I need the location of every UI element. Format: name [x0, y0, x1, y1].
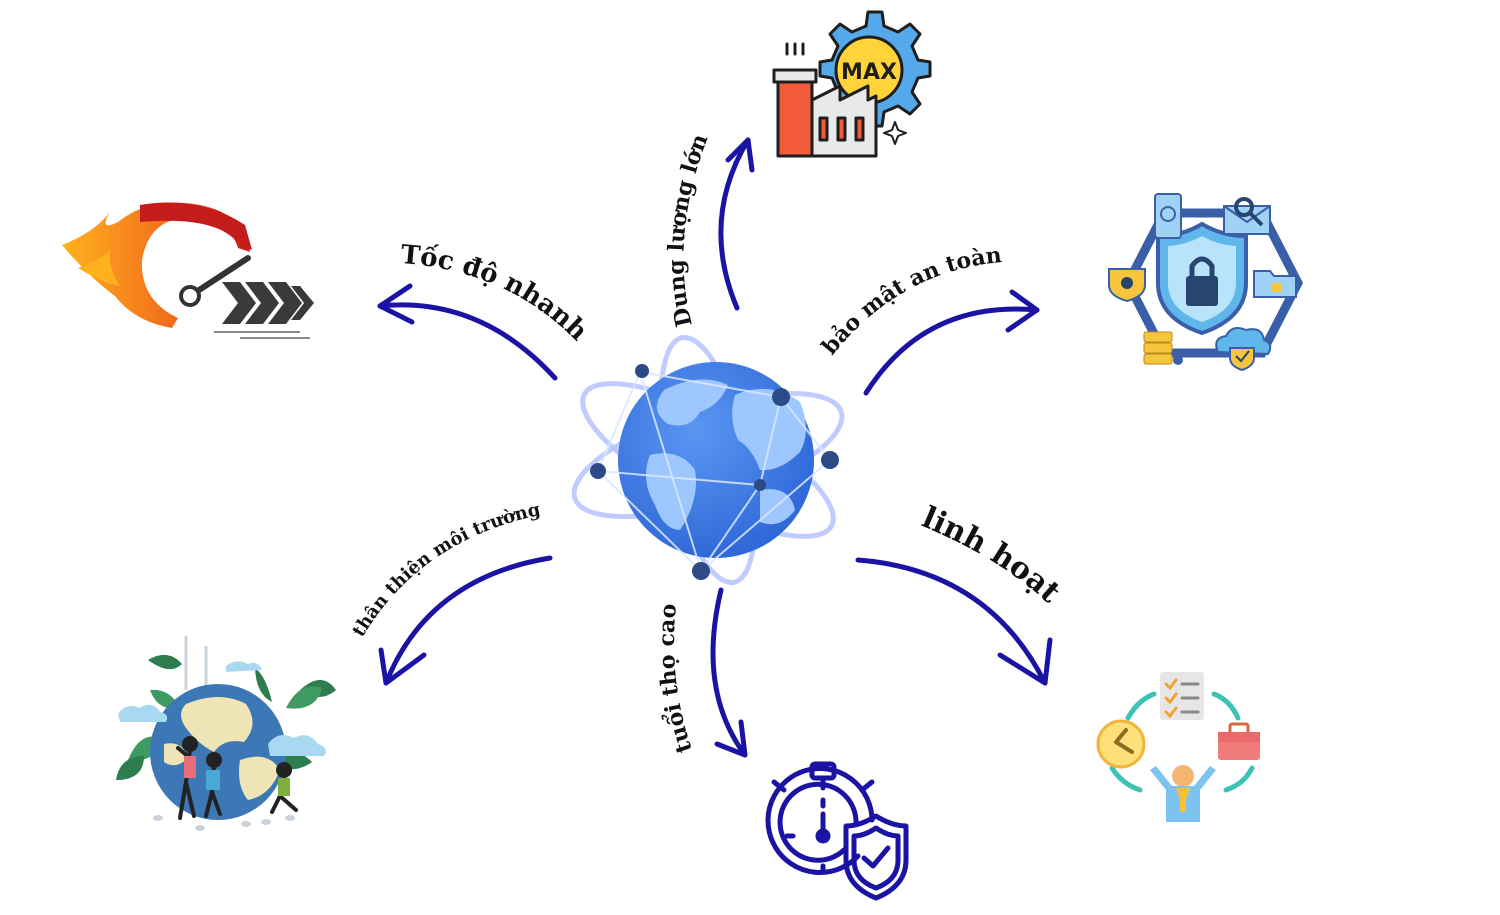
arrow-to-flexible — [855, 557, 1053, 686]
stopwatch-shield-icon — [765, 761, 909, 901]
label-lifespan: tuổi thọ cao — [654, 603, 698, 757]
factory-max-capacity-icon: MAX — [772, 10, 932, 158]
globe-network-icon — [571, 334, 845, 586]
flexible-worker-icon — [1096, 672, 1260, 822]
arrow-to-capacity — [718, 137, 755, 311]
earth-environment-icon — [116, 636, 336, 831]
speedometer-icon — [62, 202, 314, 339]
label-flexible: linh hoạt — [917, 500, 1067, 610]
arrow-to-lifespan — [710, 587, 748, 758]
cyber-security-shield-icon — [1108, 193, 1304, 372]
arrow-to-eco — [378, 555, 553, 686]
svg-text:MAX: MAX — [841, 60, 897, 85]
arrow-to-speed — [377, 283, 558, 381]
label-eco: thân thiện môi trường — [348, 499, 542, 641]
arrow-to-security — [863, 289, 1040, 396]
label-capacity: Dung lượng lớn — [663, 131, 713, 330]
